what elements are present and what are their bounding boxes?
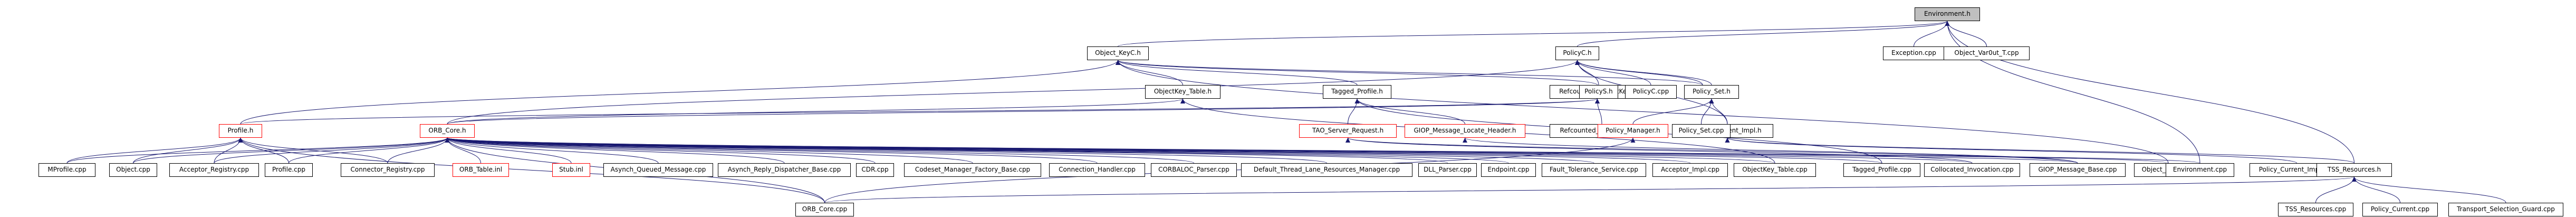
edge-policy_set_h-to-policy_current_impl_h (1709, 98, 1728, 125)
node-collocated-invocation-cpp[interactable]: Collocated_Invocation.cpp (1924, 163, 2020, 177)
edge-refcounted_objectkey_h-to-orb_core_h (447, 98, 1600, 125)
node-orb-core-h[interactable]: ORB_Core.h (420, 124, 475, 138)
edge-object_keyc_h-to-refcounted_objectkey_h (1116, 60, 1598, 86)
node-asynch-reply-dispatcher-base-cpp[interactable]: Asynch_Reply_Dispatcher_Base.cpp (718, 163, 851, 177)
edge-tss_resources_h-to-tss_resources_cpp (2315, 176, 2357, 203)
node-connector-registry-cpp[interactable]: Connector_Registry.cpp (341, 163, 435, 177)
edge-tagged_profile_h-to-tao_server_request_h (1348, 98, 1360, 125)
node-orb-core-cpp[interactable]: ORB_Core.cpp (795, 203, 854, 216)
edge-objectkey_table_h-to-orb_core_h (447, 98, 1185, 125)
edge-policyc_h-to-orb_core_h (447, 60, 1580, 125)
node-corbaloc-parser-cpp[interactable]: CORBALOC_Parser.cpp (1151, 163, 1237, 177)
node-tao-server-request-h[interactable]: TAO_Server_Request.h (1299, 124, 1397, 138)
edge-tss_resources_h-to-policy_current_cpp (2352, 176, 2400, 203)
edge-object_keyc_h-to-corba_h (1116, 60, 1703, 86)
edge-policy_current_impl_h-to-policy_current_impl_cpp (1725, 137, 2297, 164)
edge-orb_core_h-to-collocated_invocation_cpp (445, 137, 1973, 164)
edge-profile_h-to-mprofile_cpp (66, 137, 243, 164)
node-policy-current-cpp[interactable]: Policy_Current.cpp (2362, 203, 2438, 216)
node-object-keyc-h[interactable]: Object_KeyC.h (1087, 46, 1149, 60)
edge-policyc_h-to-policy_set_h (1575, 60, 1712, 86)
node-dll-parser-cpp[interactable]: DLL_Parser.cpp (1418, 163, 1477, 177)
node-policys-h[interactable]: PolicyS.h (1579, 85, 1618, 99)
edge-orb_core_h-to-mprofile_cpp (66, 137, 450, 164)
edge-refcounted_objectkey_h-to-refcounted_objectkey_cpp (1595, 98, 1602, 125)
node-acceptor-registry-cpp[interactable]: Acceptor_Registry.cpp (169, 163, 259, 177)
edge-tagged_profile_h-to-giop_message_locate_header_h (1354, 98, 1465, 125)
node-connection-handler-cpp[interactable]: Connection_Handler.cpp (1049, 163, 1145, 177)
edge-policy_current_impl_h-to-tss_resources_h (1725, 137, 2354, 164)
node-profile-cpp[interactable]: Profile.cpp (265, 163, 313, 177)
edge-profile_h-to-orb_core_cpp (238, 137, 825, 203)
edge-policy_set_h-to-policy_manager_h (1632, 98, 1714, 125)
node-exception-cpp[interactable]: Exception.cpp (1883, 46, 1945, 60)
edge-orb_core_h-to-object_cpp (133, 137, 450, 164)
edge-environment_h-to-tss_resources_h (1945, 21, 2354, 164)
edge-object_keyc_h-to-tagged_profile_h (1116, 60, 1358, 86)
edge-orb_core_h-to-connector_registry_cpp (387, 137, 450, 164)
edge-orb_core_h-to-environment_cpp (445, 137, 2200, 164)
node-endpoint-cpp[interactable]: Endpoint.cpp (1481, 163, 1536, 177)
node-giop-message-locate-header-h[interactable]: GIOP_Message_Locate_Header.h (1405, 124, 1525, 138)
edge-policyc_h-to-policyc_cpp (1575, 60, 1651, 86)
edge-profile_h-to-connector_registry_cpp (238, 137, 388, 164)
node-tagged-profile-h[interactable]: Tagged_Profile.h (1323, 85, 1391, 99)
node-stub-inl[interactable]: Stub.inl (552, 163, 590, 177)
node-tss-resources-cpp[interactable]: TSS_Resources.cpp (2278, 203, 2353, 216)
edge-object_keyc_h-to-objectkey_table_h (1116, 60, 1183, 86)
node-policy-manager-h[interactable]: Policy_Manager.h (1598, 124, 1668, 138)
edge-giop_message_locate_header_h-to-giop_message_base_cpp (1463, 137, 2078, 164)
node-tss-resources-h[interactable]: TSS_Resources.h (2317, 163, 2392, 177)
node-fault-tolerance-service-cpp[interactable]: Fault_Tolerance_Service.cpp (1542, 163, 1646, 177)
node-policyc-h[interactable]: PolicyC.h (1555, 46, 1599, 60)
node-transport-selection-guard-cpp[interactable]: Transport_Selection_Guard.cpp (2448, 203, 2563, 216)
node-codeset-manager-factory-base-cpp[interactable]: Codeset_Manager_Factory_Base.cpp (904, 163, 1041, 177)
node-default-thread-lane-resources-manager-cpp[interactable]: Default_Thread_Lane_Resources_Manager.cp… (1241, 163, 1412, 177)
node-profile-h[interactable]: Profile.h (219, 124, 262, 138)
edge-profile_h-to-object_cpp (133, 137, 243, 164)
edge-tss_resources_h-to-transport_selection_guard_cpp (2352, 176, 2506, 203)
edge-environment_h-to-policyc_h (1577, 21, 1950, 47)
node-mprofile-cpp[interactable]: MProfile.cpp (39, 163, 95, 177)
edge-orb_core_h-to-default_thread_lane_resources_manager_cpp (445, 137, 1327, 164)
edge-orb_core_h-to-corbaloc_parser_cpp (445, 137, 1194, 164)
edge-orb_core_h-to-codeset_manager_factory_base_cpp (445, 137, 973, 164)
node-giop-message-base-cpp[interactable]: GIOP_Message_Base.cpp (2030, 163, 2126, 177)
node-object-cpp[interactable]: Object.cpp (109, 163, 157, 177)
node-orb-table-inl[interactable]: ORB_Table.inl (453, 163, 509, 177)
node-environment-h: Environment.h (1915, 7, 1980, 21)
edge-environment_h-to-object_keyc_h (1118, 21, 1949, 47)
node-policy-set-cpp[interactable]: Policy_Set.cpp (1672, 124, 1731, 138)
edge-orb_core_h-to-connection_handler_cpp (445, 137, 1098, 164)
edge-orb_core_h-to-stub_inl (445, 137, 572, 164)
edge-orb_core_h-to-objectkey_table_cpp (445, 137, 1775, 164)
edge-refcounted_objectkey_h-to-profile_h (240, 98, 1600, 125)
edge-orb_core_h-to-asynch_reply_dispatcher_base_cpp (445, 137, 785, 164)
node-object-varout-t-cpp[interactable]: Object_Var0ut_T.cpp (1944, 46, 2030, 60)
edge-orb_core_h-to-cdr_cpp (445, 137, 876, 164)
edge-orb_core_h-to-acceptor_impl_cpp (445, 137, 1690, 164)
node-environment-cpp[interactable]: Environment.cpp (2166, 163, 2234, 177)
node-objectkey-table-h[interactable]: ObjectKey_Table.h (1145, 85, 1220, 99)
node-acceptor-impl-cpp[interactable]: Acceptor_Impl.cpp (1652, 163, 1728, 177)
node-objectkey-table-cpp[interactable]: ObjectKey_Table.cpp (1734, 163, 1816, 177)
edge-orb_core_h-to-profile_cpp (289, 137, 450, 164)
edge-tss_resources_h-to-orb_core_cpp (824, 176, 2356, 203)
edge-object_keyc_h-to-object_keyc_cpp (1116, 60, 2169, 164)
edge-policy_set_h-to-policy_set_cpp (1701, 98, 1714, 125)
node-policyc-cpp[interactable]: PolicyC.cpp (1625, 85, 1677, 99)
node-asynch-queued-message-cpp[interactable]: Asynch_Queued_Message.cpp (603, 163, 713, 177)
edge-orb_core_h-to-asynch_queued_message_cpp (445, 137, 659, 164)
edge-tao_server_request_h-to-collocated_invocation_cpp (1345, 137, 1973, 164)
edge-orb_core_h-to-acceptor_registry_cpp (214, 137, 450, 164)
edge-object_keyc_h-to-profile_h (240, 60, 1120, 125)
node-tagged-profile-cpp[interactable]: Tagged_Profile.cpp (1843, 163, 1920, 177)
node-cdr-cpp[interactable]: CDR.cpp (856, 163, 894, 177)
node-policy-set-h[interactable]: Policy_Set.h (1684, 85, 1739, 99)
edge-tao_server_request_h-to-giop_message_base_cpp (1345, 137, 2078, 164)
edge-environment_h-to-object_varout_t_cpp (1945, 21, 1987, 47)
